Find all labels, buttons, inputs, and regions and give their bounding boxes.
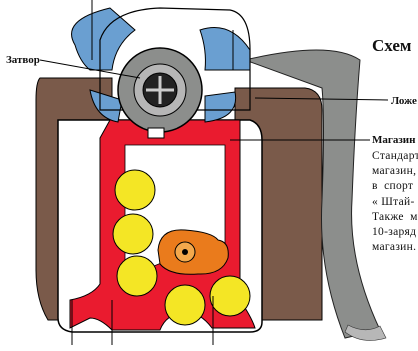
cartridge [117,256,157,296]
diagram-title: Схем [372,36,411,56]
label-bolt: Затвор [6,54,40,66]
label-magazine: Магазин [372,134,415,146]
cartridge [115,170,155,210]
bolt-blue-left-wing [72,8,135,70]
magazine-description: Стандарт магазин, в спорт « Штай- Также … [372,149,418,255]
bolt-key [148,128,164,138]
rotor-axle [182,249,188,255]
cartridge [113,214,153,254]
bolt-blue-right-wing [200,28,250,71]
cartridge [210,276,250,316]
label-stock: Ложе [391,95,417,107]
cartridge [165,285,205,325]
